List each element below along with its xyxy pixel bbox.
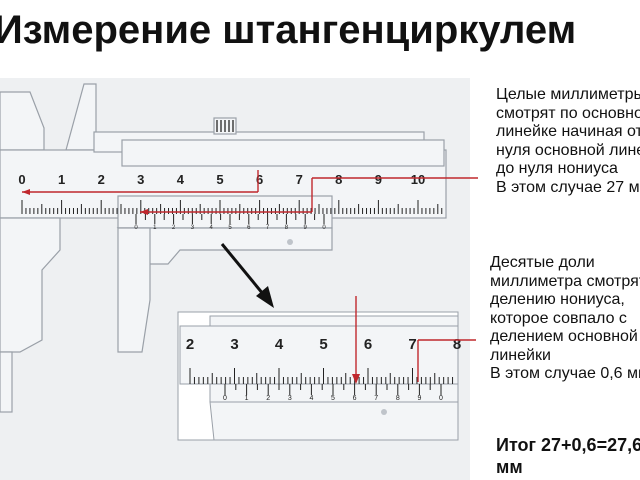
main-scale-label: 2 — [98, 172, 105, 187]
text-line: смотрят по основной — [496, 104, 640, 122]
tenths-pointer — [352, 296, 476, 384]
zoom-arrow — [220, 243, 274, 308]
result-line: Итог 27+0,6=27,6 — [496, 435, 640, 455]
zoom-main-label: 6 — [364, 336, 372, 353]
zoom-vernier-label: 0 — [439, 395, 443, 402]
zoom-vernier-label: 9 — [417, 395, 421, 402]
zoom-main-label: 2 — [186, 336, 194, 353]
main-scale-label: 8 — [335, 172, 342, 187]
text-line: линейки — [490, 346, 551, 364]
vernier-label: 0 — [134, 225, 138, 231]
text-line: В этом случае 27 мм — [496, 178, 640, 196]
zoom-vernier-label: 4 — [309, 395, 313, 402]
zoom-main-label: 8 — [453, 336, 461, 353]
zoom-vernier-label: 3 — [288, 395, 292, 402]
zoom-vernier-label: 0 — [223, 395, 227, 402]
zoom-main-scale: 2 3 4 5 6 7 8 — [186, 336, 461, 384]
vernier-label: 1 — [153, 225, 157, 231]
vernier-label: 2 — [172, 225, 176, 231]
text-line: миллиметра смотрят по — [490, 272, 640, 290]
main-scale-label: 1 — [58, 172, 65, 187]
main-scale-label: 5 — [216, 172, 223, 187]
text-line: Целые миллиметры — [496, 86, 640, 103]
vernier-label: 8 — [285, 225, 289, 231]
main-scale-label: 7 — [296, 172, 303, 187]
main-scale-label: 6 — [256, 172, 263, 187]
text-line: до нуля нониуса — [496, 160, 618, 177]
thumb-screw — [216, 120, 234, 132]
result-line: мм — [496, 457, 523, 477]
main-scale-label: 9 — [375, 172, 382, 187]
vernier-label: 3 — [191, 225, 195, 231]
caliper-body — [0, 83, 447, 413]
vernier-label: 5 — [228, 225, 232, 231]
vernier-scale: 0 1 2 3 4 5 6 7 8 9 0 — [134, 214, 326, 231]
slider-bolt — [287, 239, 293, 245]
main-scale-label: 3 — [137, 172, 144, 187]
zoom-vernier-label: 1 — [245, 395, 249, 402]
main-scale-label: 4 — [177, 172, 185, 187]
vernier-label: 9 — [304, 225, 308, 231]
main-scale-label: 0 — [18, 172, 25, 187]
whole-mm-pointer — [22, 170, 478, 215]
tenths-explanation: Десятые доли миллиметра смотрят по делен… — [490, 254, 640, 384]
result-total: Итог 27+0,6=27,6 мм — [496, 434, 640, 478]
zoom-vernier-scale: 0 1 2 3 4 5 6 7 8 9 0 — [223, 384, 443, 402]
vernier-label: 7 — [266, 225, 270, 231]
page-title: Измерение штангенциркулем — [0, 8, 577, 52]
text-line: В этом случае 0,6 мм — [490, 365, 640, 382]
vernier-label: 0 — [322, 225, 326, 231]
zoom-vernier-label: 5 — [331, 395, 335, 402]
zoom-vernier-label: 2 — [266, 395, 270, 402]
vernier-label: 6 — [247, 225, 251, 231]
text-line: нуля основной линейки — [496, 141, 640, 159]
text-line: Десятые доли — [490, 254, 595, 271]
zoom-vernier-label: 7 — [374, 395, 378, 402]
vernier-label: 4 — [210, 225, 214, 231]
whole-mm-explanation: Целые миллиметры смотрят по основной лин… — [496, 86, 640, 197]
zoom-vernier-label: 8 — [396, 395, 400, 402]
zoom-main-label: 5 — [319, 336, 327, 353]
text-line: делением основной — [490, 328, 638, 345]
text-line: линейке начиная от — [496, 123, 640, 140]
text-line: делению нониуса, — [490, 291, 625, 308]
text-line: которое совпало с — [490, 309, 627, 327]
zoom-main-label: 7 — [408, 336, 416, 353]
zoom-view: 2 3 4 5 6 7 8 0 1 2 3 4 5 6 7 8 9 0 — [177, 296, 476, 441]
main-scale: 0 1 2 3 4 5 6 7 8 9 10 — [18, 172, 443, 214]
zoom-main-label: 4 — [275, 336, 284, 353]
zoom-main-label: 3 — [230, 336, 238, 353]
zoom-vernier-label: 6 — [353, 395, 357, 402]
main-scale-label: 10 — [411, 172, 425, 187]
